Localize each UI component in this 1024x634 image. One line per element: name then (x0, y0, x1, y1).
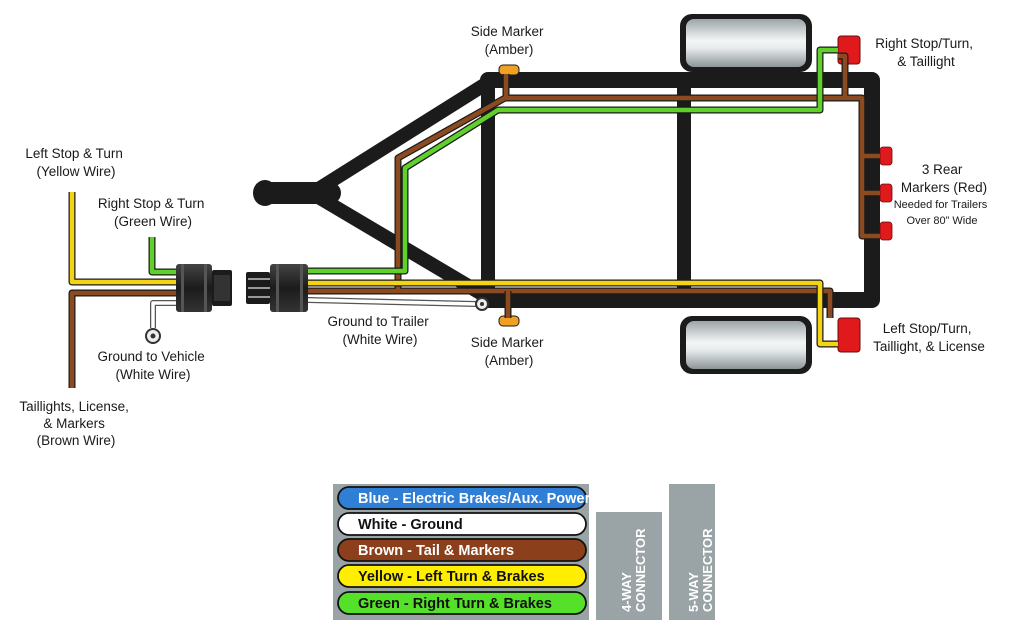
yellow-wire-vehicle (68, 192, 178, 286)
five-way-connector-label: 5-WAY CONNECTOR (686, 528, 715, 612)
legend-row-yellow: Yellow - Left Turn & Brakes (337, 564, 587, 588)
svg-text:Green - Right Turn & Brakes: Green - Right Turn & Brakes (358, 596, 552, 612)
hitch-coupler (253, 180, 277, 206)
four-way-connector-label: 4-WAY CONNECTOR (619, 528, 648, 612)
svg-text:Brown - Tail & Markers: Brown - Tail & Markers (358, 543, 514, 559)
color-legend: Blue - Electric Brakes/Aux. Power White … (333, 484, 715, 620)
green-wire-trailer (308, 46, 838, 275)
side-marker-top-label: Side Marker (Amber) (471, 24, 548, 57)
legend-row-brown: Brown - Tail & Markers (337, 538, 587, 562)
legend-row-green: Green - Right Turn & Brakes (337, 591, 587, 615)
rear-markers (879, 146, 893, 241)
legend-row-blue: Blue - Electric Brakes/Aux. Power (337, 486, 590, 510)
rear-markers-note: Needed for Trailers Over 80” Wide (894, 199, 991, 227)
green-wire-vehicle (148, 237, 178, 276)
svg-text:Yellow - Left Turn & Brakes: Yellow - Left Turn & Brakes (358, 569, 545, 585)
brown-wire-vehicle (68, 289, 178, 388)
tire-top (680, 14, 812, 72)
left-tail-light (837, 317, 861, 353)
ground-to-trailer-label: Ground to Trailer (White Wire) (327, 314, 432, 347)
taillights-label: Taillights, License, & Markers (Brown Wi… (19, 399, 132, 448)
trailer-wiring (307, 46, 880, 348)
ground-to-vehicle-label: Ground to Vehicle (White Wire) (97, 349, 208, 382)
rear-markers-label: 3 Rear Markers (Red) (901, 162, 987, 195)
tire-bottom (680, 316, 812, 374)
vehicle-connector (176, 264, 232, 312)
white-wire-vehicle (150, 300, 178, 328)
trailer-connector (246, 264, 308, 312)
side-marker-top (498, 64, 520, 76)
left-stop-turn-label: Left Stop & Turn (Yellow Wire) (25, 146, 126, 179)
four-way-connector-label-line2: CONNECTOR (633, 528, 648, 612)
yellow-wire-trailer (308, 279, 838, 348)
right-stop-turn-label: Right Stop & Turn (Green Wire) (98, 196, 208, 229)
right-tail-light (837, 35, 861, 65)
right-stop-taillight-label: Right Stop/Turn, & Taillight (875, 36, 977, 69)
left-stop-taillight-label: Left Stop/Turn, Taillight, & License (873, 321, 985, 354)
side-marker-bottom-label: Side Marker (Amber) (471, 335, 548, 368)
five-way-connector-label-line2: CONNECTOR (700, 528, 715, 612)
brown-wire-trailer (308, 52, 880, 318)
white-wire-trailer (307, 297, 477, 307)
svg-text:White - Ground: White - Ground (358, 517, 463, 533)
svg-text:Blue - Electric Brakes/Aux. Po: Blue - Electric Brakes/Aux. Power (358, 491, 590, 507)
vehicle-wiring (68, 192, 178, 388)
legend-row-white: White - Ground (337, 512, 587, 536)
